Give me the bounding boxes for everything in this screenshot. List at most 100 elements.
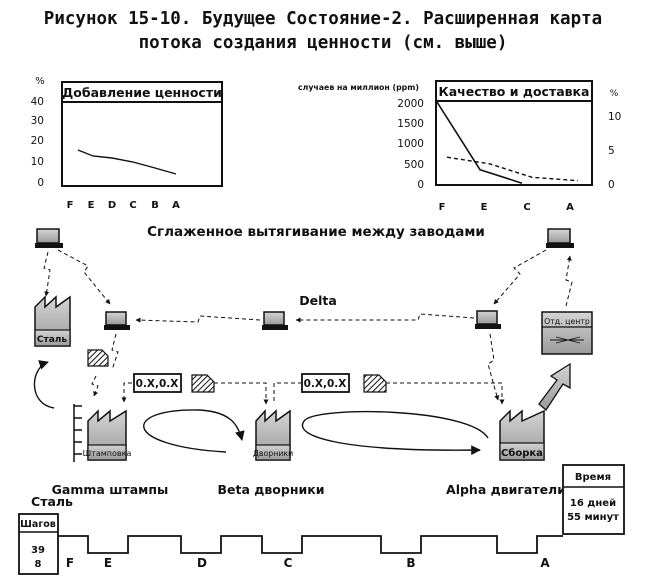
pull-arrow	[493, 249, 547, 305]
x-tick: A	[566, 202, 574, 213]
factory-icon: Сборка	[499, 409, 545, 461]
alpha-label: Alpha двигатели	[446, 482, 566, 497]
y-tick: 1500	[397, 118, 424, 130]
y-tick: 500	[404, 159, 424, 171]
quality-ppm-line	[436, 101, 523, 184]
truck-icon	[262, 311, 288, 330]
pull-arrow	[57, 249, 111, 305]
time-box: Время 16 дней 55 минут	[562, 464, 625, 535]
steps-value: 8	[35, 559, 42, 570]
delta-label: Delta	[299, 293, 337, 308]
kanban-batch-right: 0.X,0.X	[301, 373, 350, 393]
value-added-y-ticks: 40 30 20 10 0	[31, 96, 44, 189]
pull-arrow	[111, 333, 119, 371]
quality-y-right-ticks: 10 5 0	[608, 111, 621, 191]
timeline-letter: A	[540, 556, 550, 570]
steel-label: Сталь	[31, 494, 73, 509]
figure-title-line1: Рисунок 15-10. Будущее Состояние-2. Расш…	[44, 9, 602, 29]
factory-icon: Штамповка	[83, 409, 132, 461]
y-tick: 20	[31, 135, 44, 147]
gamma-label: Gamma штампы	[52, 482, 169, 497]
pull-arrow	[43, 251, 51, 297]
quality-delivery-line	[446, 156, 579, 182]
value-added-chart: % 40 30 20 10 0 Добавление ценности F E …	[31, 76, 223, 211]
truck-icon	[475, 310, 501, 329]
x-tick: E	[481, 202, 488, 213]
kanban-batch-label: 0.X,0.X	[136, 378, 179, 390]
timeline-letter: B	[406, 556, 415, 570]
cycle-arrow-icon	[33, 360, 55, 409]
factory-icon: Дворники	[253, 409, 293, 461]
truck-icon	[104, 311, 130, 330]
steel-box-label: Сталь	[37, 335, 67, 345]
x-tick: A	[172, 200, 180, 211]
smoothed-pull-label: Сглаженное вытягивание между заводами	[147, 224, 485, 240]
kanban-card-icon	[191, 374, 215, 393]
y-tick: 0	[37, 177, 44, 189]
quality-chart: случаев на миллион (ppm) 2000 1500 1000 …	[298, 80, 621, 213]
factory-icon: Сталь	[34, 295, 71, 347]
cycle-arrow-icon	[143, 409, 245, 453]
timeline-line	[58, 535, 563, 554]
timeline-letter: E	[104, 556, 112, 570]
truck-icon	[35, 228, 63, 248]
quality-x-ticks: F E C A	[439, 202, 575, 213]
y-tick: 10	[31, 156, 44, 168]
stamping-box-label: Штамповка	[83, 449, 132, 458]
dispatch-board-icon: Отд. центр	[541, 311, 593, 355]
time-value: 16 дней	[570, 498, 616, 509]
steps-label: Шагов	[20, 519, 56, 530]
kanban-signal-arrow	[273, 382, 302, 404]
pull-arrow	[135, 315, 261, 323]
assembly-box-label: Сборка	[501, 447, 543, 459]
y-tick: 40	[31, 96, 44, 108]
kanban-card-icon	[363, 374, 387, 393]
timeline-letter: F	[66, 556, 74, 570]
y-tick: 1000	[397, 138, 424, 150]
y2-tick: 5	[608, 145, 615, 157]
quality-title: Качество и доставка	[439, 84, 590, 99]
pull-arrow	[487, 333, 500, 401]
steps-box: Шагов 39 8	[18, 513, 59, 575]
y2-tick: 10	[608, 111, 621, 123]
quality-y-left-ticks: 2000 1500 1000 500 0	[397, 98, 424, 191]
x-tick: C	[129, 200, 136, 211]
x-tick: F	[439, 202, 446, 213]
x-tick: E	[88, 200, 95, 211]
kanban-batch-label: 0.X,0.X	[304, 378, 347, 390]
time-label: Время	[575, 472, 611, 483]
quality-y-right-unit: %	[610, 89, 619, 99]
inventory-ruler	[73, 404, 82, 462]
kanban-signal-arrow	[386, 382, 505, 405]
pull-arrow	[295, 313, 475, 323]
truck-icon	[546, 228, 574, 248]
y-tick: 0	[417, 179, 424, 191]
x-tick: C	[523, 202, 530, 213]
timeline-letter: C	[284, 556, 293, 570]
kanban-batch-left: 0.X,0.X	[133, 373, 182, 393]
y-tick: 2000	[397, 98, 424, 110]
timeline-letter: D	[197, 556, 207, 570]
x-tick: F	[67, 200, 74, 211]
pull-arrow	[565, 255, 573, 307]
figure-title-line2: потока создания ценности (см. выше)	[139, 33, 508, 53]
push-arrow-icon	[538, 362, 571, 411]
quality-y-left-label: случаев на миллион (ppm)	[298, 83, 419, 92]
information-flow-arrows	[43, 249, 573, 405]
pull-arrow	[91, 375, 99, 397]
wipers-box-label: Дворники	[253, 449, 293, 458]
value-added-title-box	[61, 81, 223, 103]
x-tick: D	[108, 200, 116, 211]
value-added-title: Добавление ценности	[62, 85, 222, 100]
beta-label: Beta дворники	[218, 482, 325, 497]
kanban-signal-arrow	[214, 382, 269, 405]
timeline-letters: F E D C B A	[66, 556, 550, 570]
value-added-x-ticks: F E D C B A	[67, 200, 181, 211]
time-value: 55 минут	[567, 512, 619, 523]
value-added-series-line	[77, 149, 177, 175]
value-added-y-unit: %	[35, 76, 45, 87]
x-tick: B	[151, 200, 159, 211]
dispatch-label: Отд. центр	[544, 317, 590, 326]
y-tick: 30	[31, 115, 44, 127]
